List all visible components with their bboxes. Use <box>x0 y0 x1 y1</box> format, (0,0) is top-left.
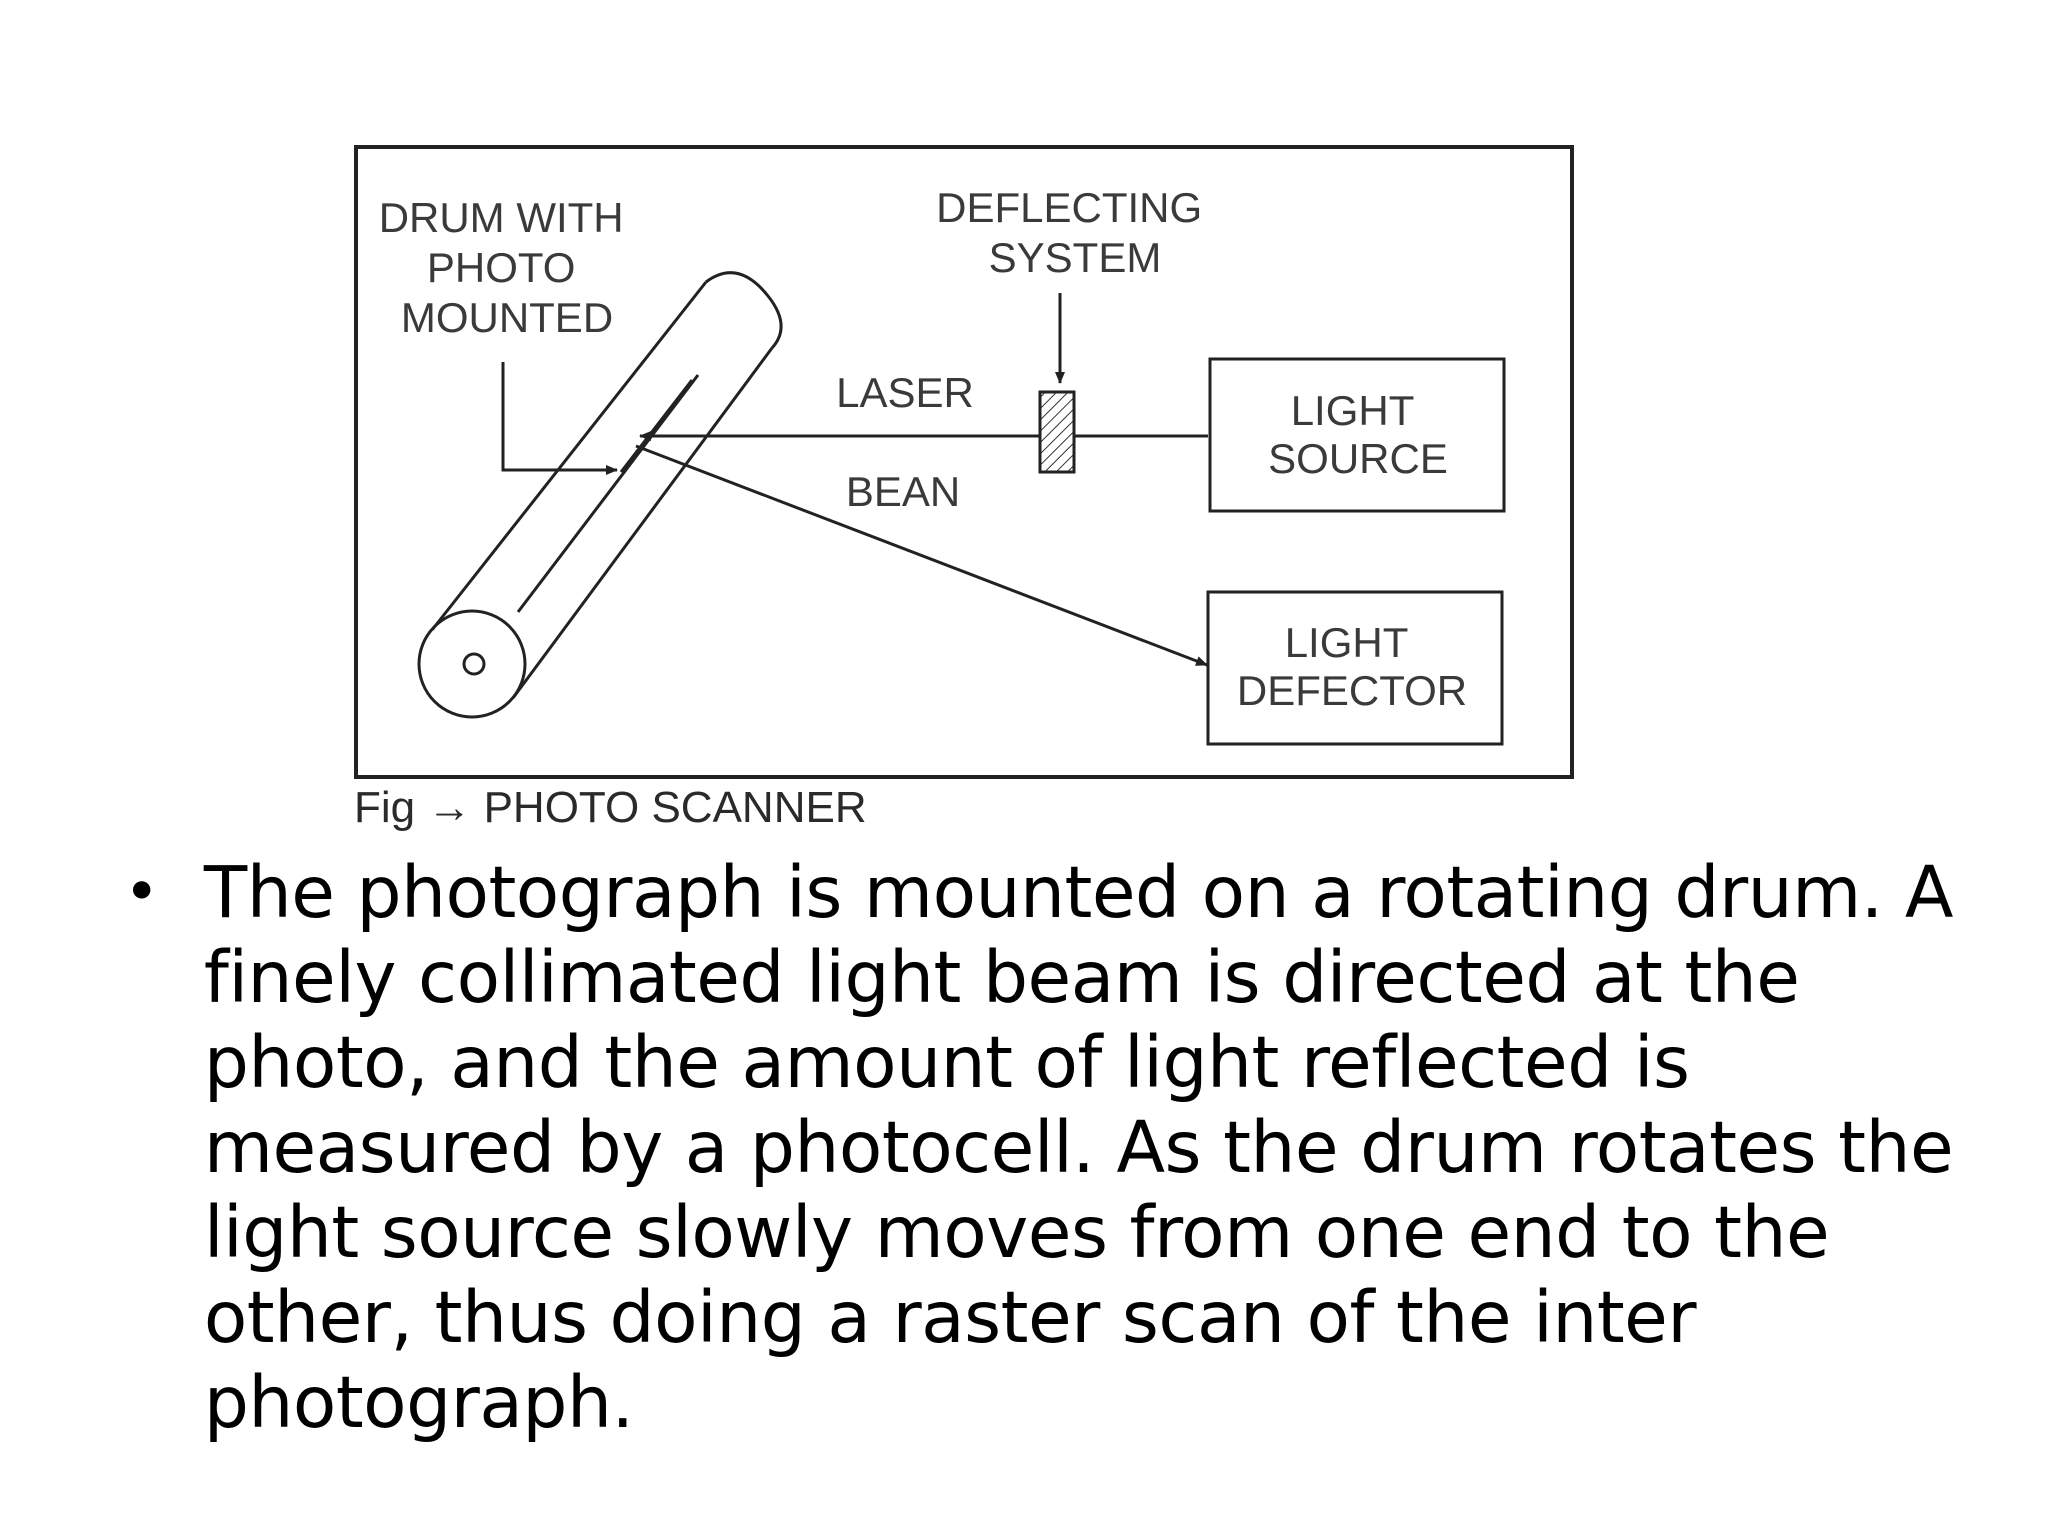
drum-photo-strip-b <box>619 379 694 473</box>
light-source-label: LIGHT SOURCE <box>1268 387 1448 482</box>
light-defector-box <box>1206 590 1504 746</box>
figure-caption: Fig → PHOTO SCANNER <box>354 783 867 832</box>
deflector-block <box>1038 390 1076 474</box>
light-defector-label: LIGHT DEFECTOR <box>1237 619 1467 714</box>
reflected-beam <box>635 444 1208 667</box>
drum-pointer-arrow <box>501 362 618 475</box>
deflecting-system-label: DEFLECTING SYSTEM <box>936 184 1214 281</box>
drum <box>417 271 783 719</box>
photo-scanner-diagram: DRUM WITH PHOTO MOUNTED DEFLECTING SYSTE… <box>354 145 1574 832</box>
light-source-box <box>1208 357 1506 513</box>
figure-frame <box>354 145 1574 779</box>
drum-far-cap <box>705 271 783 350</box>
drum-axle <box>462 652 486 676</box>
bullet-text: The photograph is mounted on a rotating … <box>203 851 1954 1444</box>
drum-edge-lower <box>511 347 774 699</box>
laser-label: LASER <box>836 369 974 416</box>
bean-label: BEAN <box>846 468 960 515</box>
bullet-list: • The photograph is mounted on a rotatin… <box>120 850 1980 1445</box>
drum-end-circle <box>417 609 527 719</box>
drum-label: DRUM WITH PHOTO MOUNTED <box>379 194 636 341</box>
drum-edge-upper <box>430 281 708 631</box>
drum-photo-strip-a <box>516 374 700 613</box>
bullet-marker: • <box>124 857 160 927</box>
